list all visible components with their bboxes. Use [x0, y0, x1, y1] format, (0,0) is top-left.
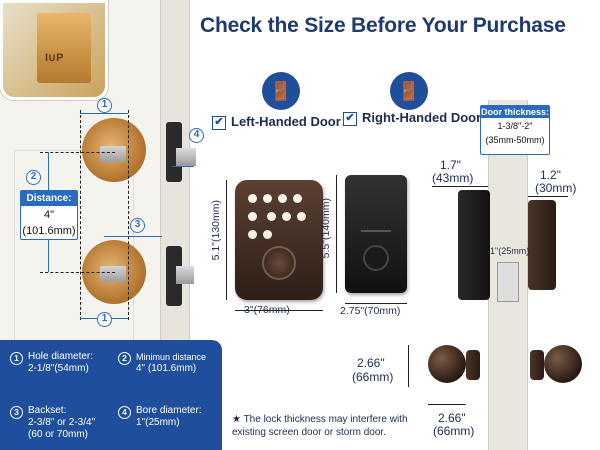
keypad-height-line — [226, 180, 227, 300]
door-thickness-inch: 1-3/8"-2" — [497, 121, 533, 131]
latch-dim: 1"(25mm) — [490, 246, 530, 256]
interior-width-line — [345, 303, 407, 304]
interior-projection-inch: 1.2" — [540, 168, 561, 182]
center-line-bottom — [40, 272, 115, 273]
thickness-note: ★ The lock thickness may interfere with … — [232, 414, 408, 438]
edge-plate-bottom — [166, 246, 182, 306]
left-handed-door-icon: 🚪 — [262, 72, 300, 110]
right-handed-label: Right-Handed Door — [362, 110, 482, 125]
edge-latch-top — [176, 148, 196, 166]
keypad-width-dim: 3"(76mm) — [244, 304, 290, 316]
door-thickness-mm: (35mm-50mm) — [485, 135, 545, 145]
door-panel — [14, 150, 134, 450]
interior-lock-unit — [345, 175, 407, 293]
knob-height-mm: (66mm) — [352, 370, 394, 384]
closeup-engraving: I∪P — [45, 52, 64, 64]
side-interior-lock — [528, 200, 556, 290]
spec-info-panel: 1 Hole diameter: 2-1/8"(54mm) 2 Minimun … — [0, 340, 222, 450]
exterior-rose — [466, 350, 480, 380]
latch-closeup: I∪P — [0, 0, 108, 100]
interior-knob — [544, 345, 582, 383]
right-handed-door-icon: 🚪 — [390, 72, 428, 110]
marker-2: 2 — [26, 170, 41, 185]
door-thickness-label: Door thickness: — [481, 106, 550, 118]
exterior-projection-mm: (43mm) — [432, 171, 474, 185]
center-line-top — [40, 152, 115, 153]
edge-plate-top — [166, 122, 182, 182]
exterior-projection-line — [432, 186, 488, 187]
bottom-latch — [100, 266, 126, 282]
knob-height-line — [408, 345, 409, 387]
dim-line-right — [128, 110, 129, 320]
info-num-3: 3 — [10, 406, 23, 419]
edge-latch-bottom — [176, 266, 194, 284]
marker-1-top: 1 — [97, 98, 112, 113]
right-check-icon: ✔ — [343, 112, 357, 126]
key-cylinder — [262, 246, 296, 280]
info-bore-title: Bore diameter: — [136, 405, 202, 416]
info-backset-title: Backset: — [28, 405, 67, 416]
knob-height-inch: 2.66" — [357, 356, 385, 370]
info-distance-value: 4" (101.6mm) — [136, 363, 197, 374]
marker-1-bottom: 1 — [97, 312, 112, 327]
dim-line-left — [80, 110, 81, 320]
interior-rose — [530, 350, 544, 380]
knob-width-inch: 2.66" — [438, 411, 466, 425]
info-backset-mm: (60 or 70mm) — [28, 429, 89, 440]
distance-value-mm: (101.6mm) — [22, 225, 76, 237]
keypad-height-dim: 5.1"(130mm) — [210, 200, 222, 261]
interior-height-line — [336, 175, 337, 293]
exterior-knob — [428, 345, 466, 383]
left-check-icon: ✔ — [212, 116, 226, 130]
page-title: Check the Size Before Your Purchase — [200, 14, 566, 37]
door-thickness-callout: Door thickness: 1-3/8"-2" (35mm-50mm) — [480, 105, 550, 155]
backset-arrow — [104, 236, 162, 237]
info-distance-title: Minimun distance — [136, 352, 207, 362]
top-latch — [100, 146, 126, 162]
latch-bolt — [497, 262, 519, 302]
marker-4: 4 — [189, 128, 204, 143]
keypad-buttons — [245, 192, 313, 240]
knob-width-mm: (66mm) — [433, 424, 475, 438]
strike-plate — [37, 13, 91, 83]
marker-3: 3 — [130, 218, 145, 233]
distance-label: Distance: — [21, 191, 77, 206]
interior-projection-mm: (30mm) — [535, 181, 577, 195]
keypad-exterior-lock — [235, 180, 323, 300]
info-hole-value: 2-1/8"(54mm) — [28, 363, 89, 374]
bore-arrow — [172, 166, 194, 167]
hole-diameter-arrow-top — [80, 113, 128, 114]
interior-divider — [361, 230, 391, 232]
exterior-projection-inch: 1.7" — [440, 158, 461, 172]
interior-width-dim: 2.75"(70mm) — [340, 305, 401, 317]
info-num-1: 1 — [10, 352, 23, 365]
left-handed-label: Left-Handed Door — [231, 114, 341, 129]
interior-projection-line — [528, 196, 568, 197]
thumb-turn — [363, 245, 389, 271]
distance-value-inch: 4" — [43, 209, 55, 221]
info-bore-value: 1"(25mm) — [136, 417, 180, 428]
info-num-4: 4 — [118, 406, 131, 419]
side-exterior-lock — [458, 190, 490, 300]
interior-height-dim: 5.5"(140mm) — [320, 198, 332, 259]
knob-width-line — [428, 404, 466, 405]
info-num-2: 2 — [118, 352, 131, 365]
keypad-width-line — [235, 310, 323, 311]
distance-callout: Distance: 4" (101.6mm) — [20, 190, 78, 240]
info-hole-title: Hole diameter: — [28, 351, 94, 362]
info-backset-value: 2-3/8" or 2-3/4" — [28, 417, 96, 428]
